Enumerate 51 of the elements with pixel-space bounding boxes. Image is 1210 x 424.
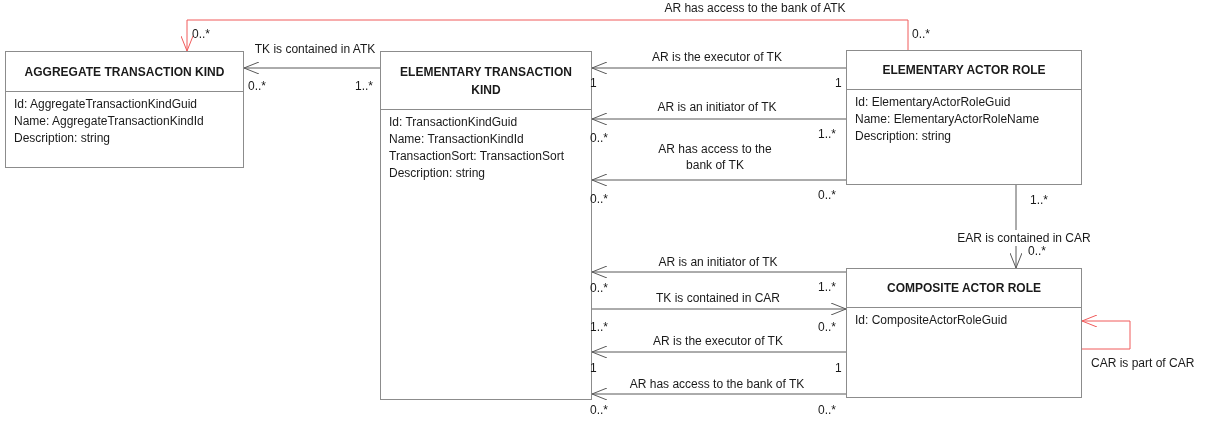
attribute-text: Description: string [14, 130, 111, 147]
class-box [380, 51, 592, 400]
class-box [846, 50, 1082, 185]
multiplicity-label: 1 [835, 76, 842, 91]
edge-label: EAR is contained in CAR [956, 230, 1092, 246]
association-arrow [591, 61, 847, 75]
attribute-text: Name: AggregateTransactionKindId [14, 113, 204, 130]
multiplicity-label: 0..* [192, 27, 210, 42]
association-arrow [243, 61, 381, 75]
multiplicity-label: 1..* [590, 320, 608, 335]
multiplicity-label: 0..* [818, 188, 836, 203]
class-title: ELEMENTARY ACTOR ROLE [882, 62, 1046, 79]
association-arrow [591, 387, 847, 401]
multiplicity-label: 0..* [1028, 244, 1046, 259]
class-title: AGGREGATE TRANSACTION KIND [24, 63, 225, 81]
association-arrow [591, 265, 847, 279]
class-box [5, 51, 244, 168]
multiplicity-label: 0..* [590, 131, 608, 146]
multiplicity-label: 1 [590, 361, 597, 376]
association-arrow [591, 173, 847, 187]
multiplicity-label: 1 [590, 76, 597, 91]
multiplicity-label: 1..* [1030, 193, 1048, 208]
association-arrow [1081, 314, 1131, 350]
association-arrow [591, 345, 847, 359]
multiplicity-label: 0..* [248, 79, 266, 94]
multiplicity-label: 0..* [912, 27, 930, 42]
attribute-text: Id: CompositeActorRoleGuid [855, 312, 1008, 329]
multiplicity-label: 1..* [818, 280, 836, 295]
multiplicity-label: 1..* [818, 127, 836, 142]
class-title: ELEMENTARY TRANSACTION KIND [399, 63, 573, 99]
class-box [846, 268, 1082, 398]
attribute-text: Description: string [855, 128, 952, 145]
attribute-text: TransactionSort: TransactionSort [389, 148, 564, 165]
attribute-text: Name: TransactionKindId [389, 131, 524, 148]
association-arrow [180, 19, 909, 52]
class-title: COMPOSITE ACTOR ROLE [887, 280, 1041, 297]
multiplicity-label: 1 [835, 361, 842, 376]
multiplicity-label: 0..* [590, 192, 608, 207]
multiplicity-label: 0..* [590, 403, 608, 418]
multiplicity-label: 0..* [590, 281, 608, 296]
attribute-text: Id: TransactionKindGuid [389, 114, 518, 131]
association-arrow [591, 112, 847, 126]
attribute-text: Id: ElementaryActorRoleGuid [855, 94, 1011, 111]
attribute-text: Description: string [389, 165, 486, 182]
association-arrow [591, 302, 847, 316]
attribute-text: Name: ElementaryActorRoleName [855, 111, 1040, 128]
multiplicity-label: 1..* [355, 79, 373, 94]
attribute-text: Id: AggregateTransactionKindGuid [14, 96, 197, 113]
multiplicity-label: 0..* [818, 403, 836, 418]
edge-label: CAR is part of CAR [1090, 355, 1196, 371]
multiplicity-label: 0..* [818, 320, 836, 335]
